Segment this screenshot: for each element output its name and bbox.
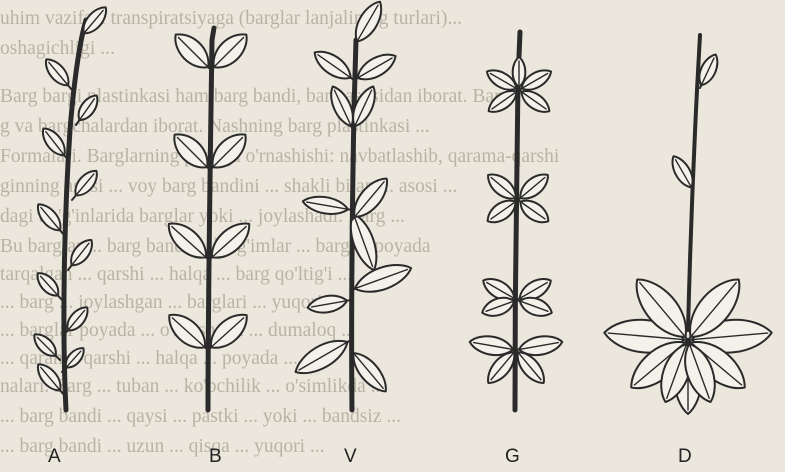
leaf-v-1 — [310, 45, 360, 87]
stem-b — [208, 28, 214, 410]
leaf-a-1 — [41, 55, 78, 95]
label-b: B — [209, 446, 222, 468]
leaf-v-5 — [301, 193, 353, 218]
label-a: A — [48, 446, 61, 468]
leaf-a-9 — [30, 330, 65, 365]
label-v: V — [344, 446, 357, 468]
leaf-v-10 — [290, 331, 356, 382]
leaf-v-8 — [306, 292, 352, 316]
label-d: D — [678, 446, 692, 468]
leaf-a-4 — [66, 166, 101, 204]
leaf-a-0 — [74, 3, 111, 43]
leaf-a-6 — [62, 236, 97, 275]
leaf-v-0 — [347, 0, 388, 50]
leaf-v-9 — [347, 258, 415, 300]
leaf-v-6 — [343, 207, 384, 274]
label-g: G — [505, 446, 520, 468]
